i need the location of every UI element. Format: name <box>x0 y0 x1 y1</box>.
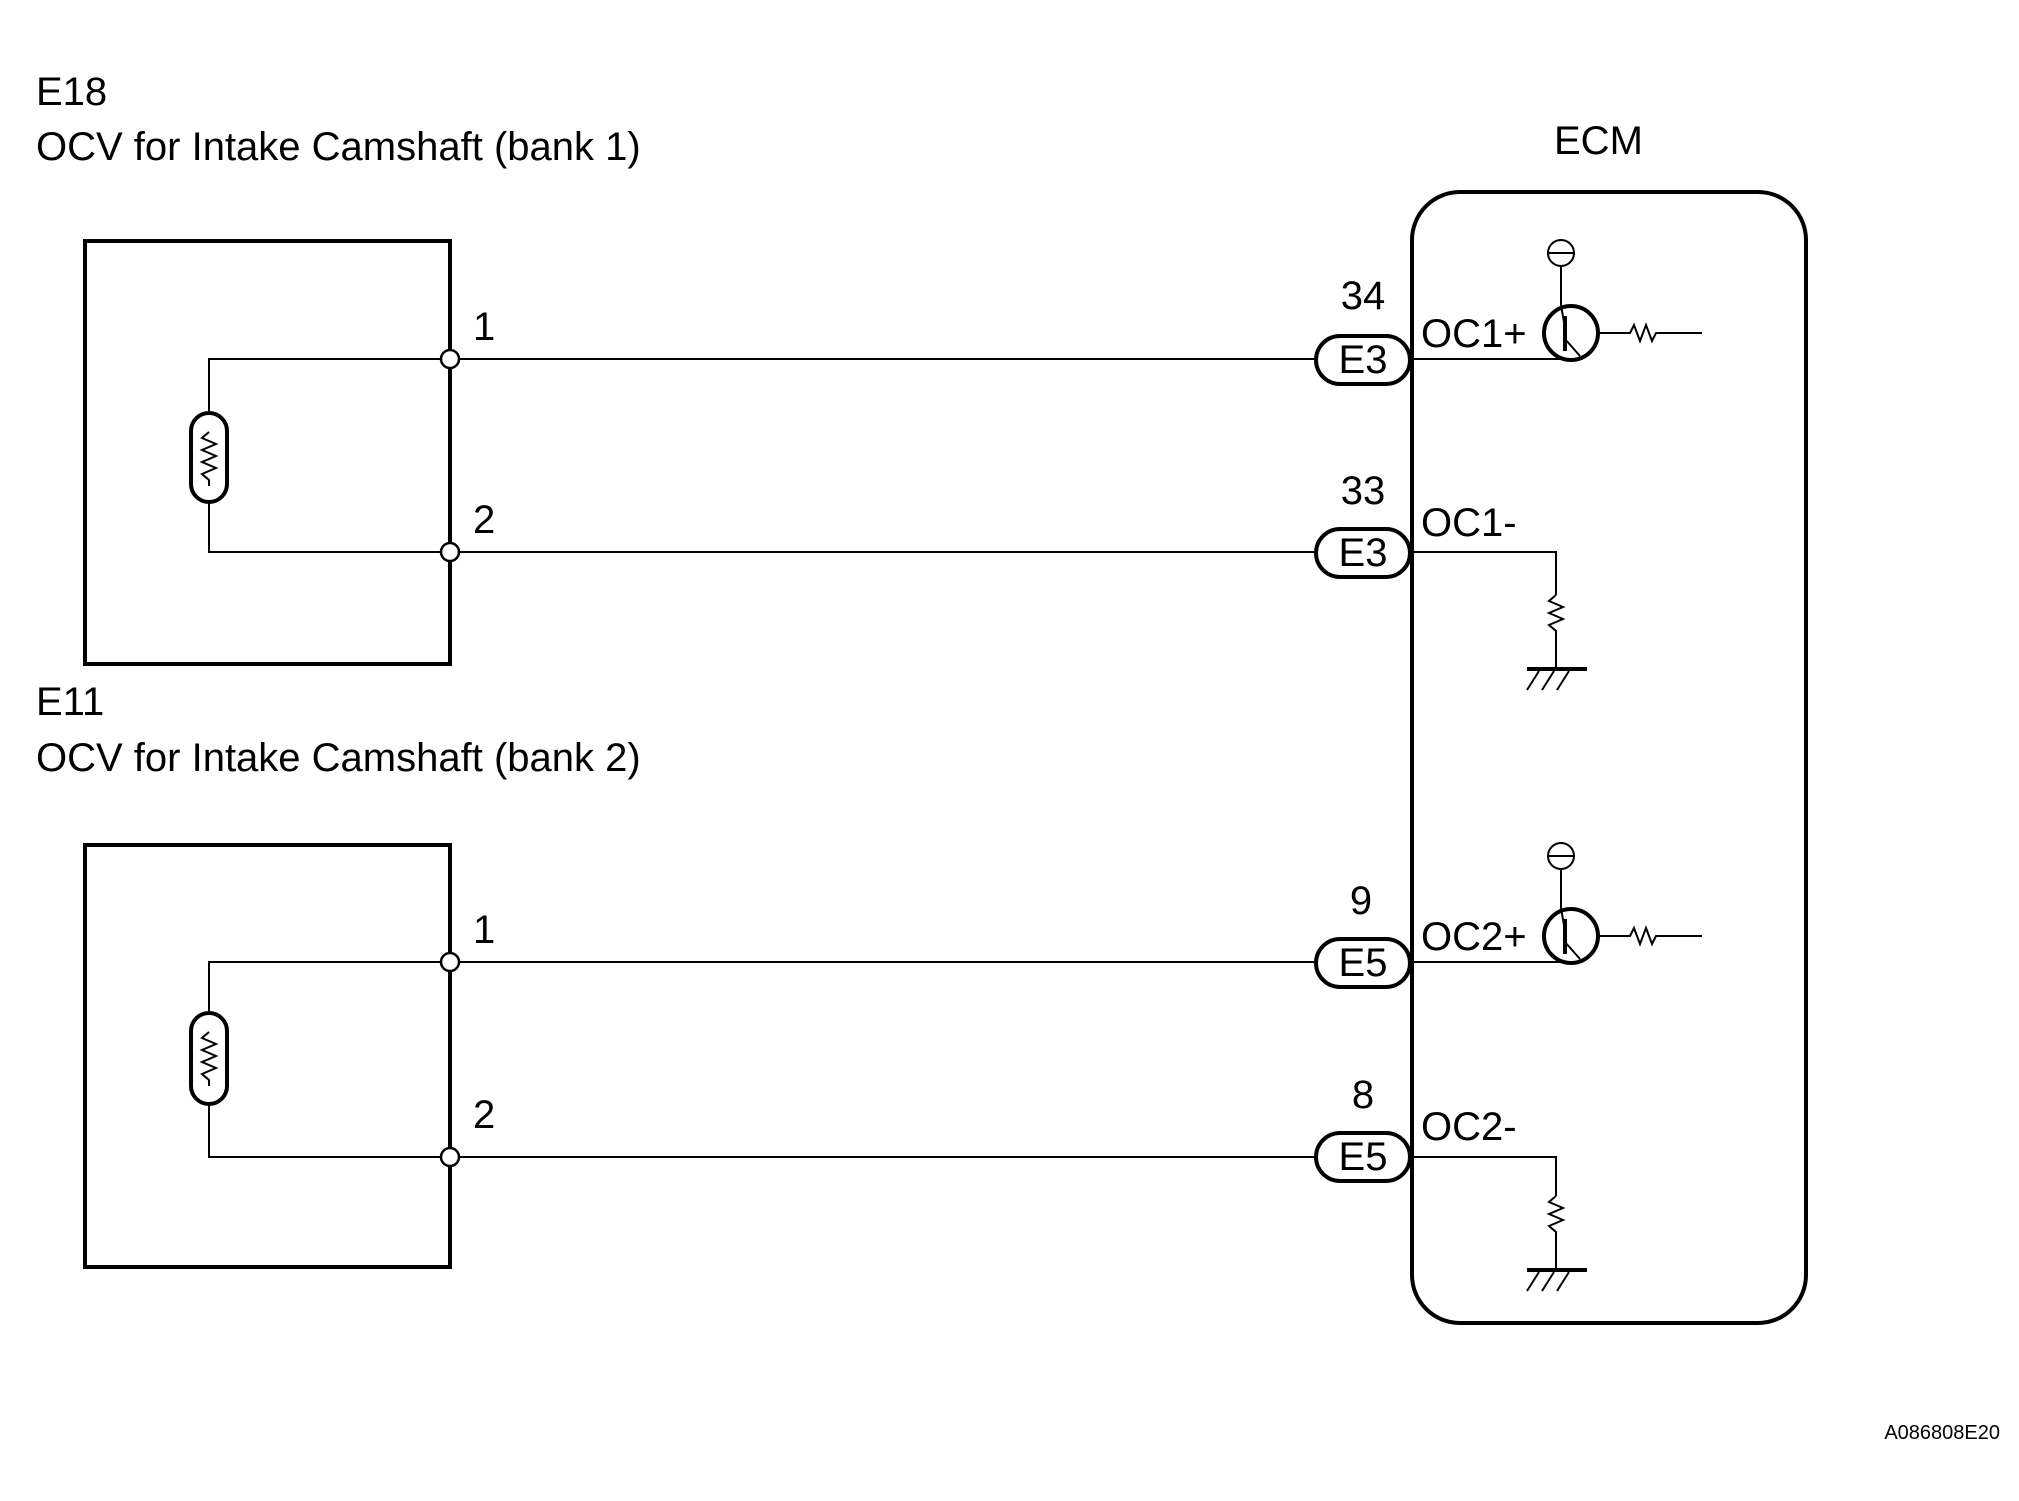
ocv-bank1-name: OCV for Intake Camshaft (bank 1) <box>36 125 641 169</box>
pin-number: 34 <box>1341 274 1386 318</box>
harness-wires <box>459 358 1316 1158</box>
ecm-connector-oc2-minus: E5 8 OC2- <box>1314 1073 1517 1183</box>
ocv-bank1-pin1-label: 1 <box>473 305 495 349</box>
signal-name: OC1- <box>1421 501 1517 545</box>
solenoid-coil-icon <box>189 411 229 504</box>
pin-number: 33 <box>1341 469 1386 513</box>
connector-code: E3 <box>1339 531 1388 575</box>
ecm-box <box>1410 190 1808 1325</box>
ocv-bank1-pin2-label: 2 <box>473 498 495 542</box>
ecm-connector-oc2-plus: E5 9 OC2+ <box>1314 879 1527 989</box>
ground-icon <box>1526 1268 1587 1292</box>
ocv-bank2-code: E11 <box>36 680 104 724</box>
ocv-bank1-pin1-terminal <box>439 348 461 370</box>
signal-name: OC2+ <box>1421 915 1527 959</box>
ecm-title: ECM <box>1554 119 1643 163</box>
ocv-bank1-code: E18 <box>36 70 107 114</box>
ocv-bank2-box <box>83 843 452 1269</box>
pin-number: 8 <box>1352 1073 1374 1117</box>
ecm-connector-oc1-plus: E3 34 OC1+ <box>1314 274 1527 386</box>
connector-code: E5 <box>1339 1135 1388 1179</box>
ecm-connector-oc1-minus: E3 33 OC1- <box>1314 469 1517 579</box>
pin-number: 9 <box>1350 879 1372 923</box>
connector-code: E3 <box>1339 338 1388 382</box>
figure-id: A086808E20 <box>1884 1422 2000 1444</box>
transistor-icon <box>1542 842 1702 965</box>
ocv-bank2-component: 1 2 <box>83 843 495 1269</box>
ocv-bank2-name: OCV for Intake Camshaft (bank 2) <box>36 736 641 780</box>
signal-name: OC2- <box>1421 1105 1517 1149</box>
ecm-component <box>1410 190 1808 1325</box>
ocv-bank1-component: 1 2 <box>83 239 495 666</box>
ground-icon <box>1526 667 1587 691</box>
ocv-bank1-pin2-terminal <box>439 541 461 563</box>
ocv-bank2-pin1-terminal <box>439 951 461 973</box>
solenoid-coil-icon <box>189 1011 229 1106</box>
connector-code: E5 <box>1339 941 1388 985</box>
ocv-bank1-box <box>83 239 452 666</box>
signal-name: OC1+ <box>1421 312 1527 356</box>
ocv-bank2-pin2-label: 2 <box>473 1093 495 1137</box>
transistor-icon <box>1542 239 1702 362</box>
ocv-bank2-pin1-label: 1 <box>473 908 495 952</box>
ocv-bank2-pin2-terminal <box>439 1146 461 1168</box>
